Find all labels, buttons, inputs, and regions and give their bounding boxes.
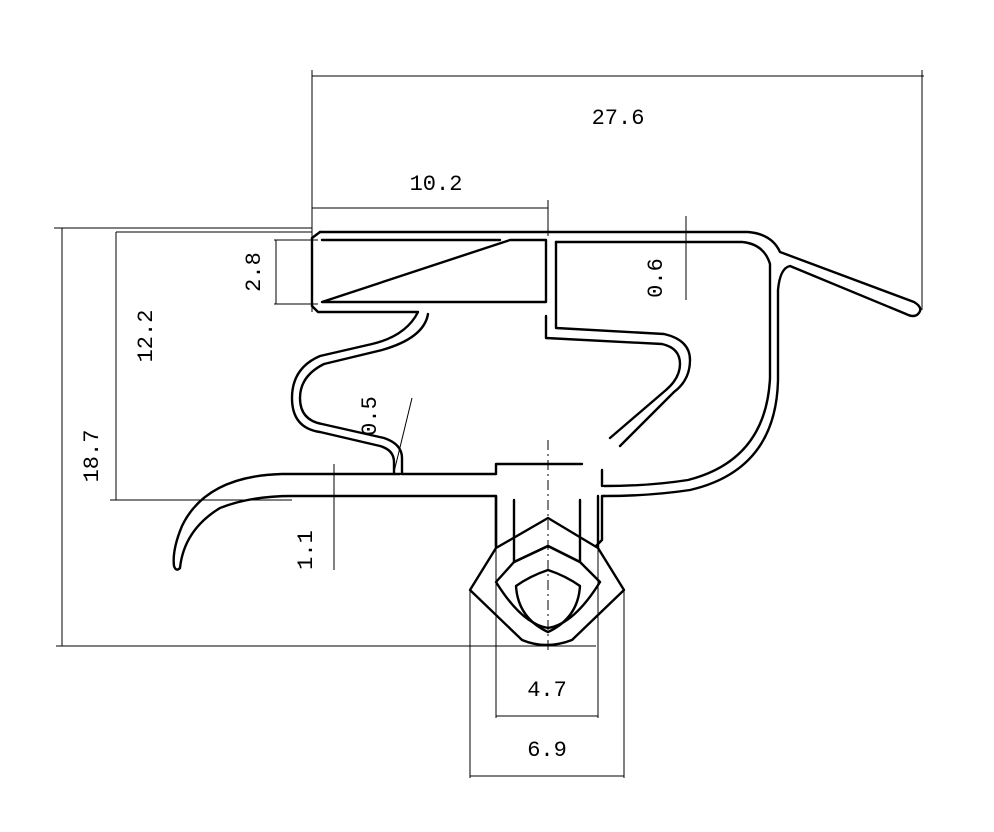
top-box-outer	[290, 230, 420, 476]
gasket-profile	[172, 230, 922, 647]
lower-lip	[172, 472, 498, 571]
inner-wall	[554, 240, 772, 488]
dim-overall-height: 18.7	[80, 430, 105, 483]
top-strip	[318, 230, 922, 498]
hook-chamber	[554, 240, 692, 448]
dim-base-thickness: 1.1	[294, 530, 319, 570]
dim-stem-width: 4.7	[527, 678, 567, 703]
hook-chamber-inner	[544, 314, 682, 440]
inner-loop	[298, 312, 430, 476]
dim-upper-height: 12.2	[134, 310, 159, 363]
dim-wall-thickness: 0.6	[644, 258, 669, 298]
bulb	[514, 568, 582, 634]
dim-bulb-width: 6.9	[527, 738, 567, 763]
dim-lip-thickness: 0.5	[358, 396, 383, 436]
dim-overall-width: 27.6	[592, 106, 645, 131]
stem-outer	[468, 494, 626, 647]
dim-top-height: 2.8	[242, 252, 267, 292]
dimension-lines	[54, 70, 924, 778]
dim-top-width: 10.2	[410, 172, 463, 197]
top-box-inner	[320, 238, 548, 304]
